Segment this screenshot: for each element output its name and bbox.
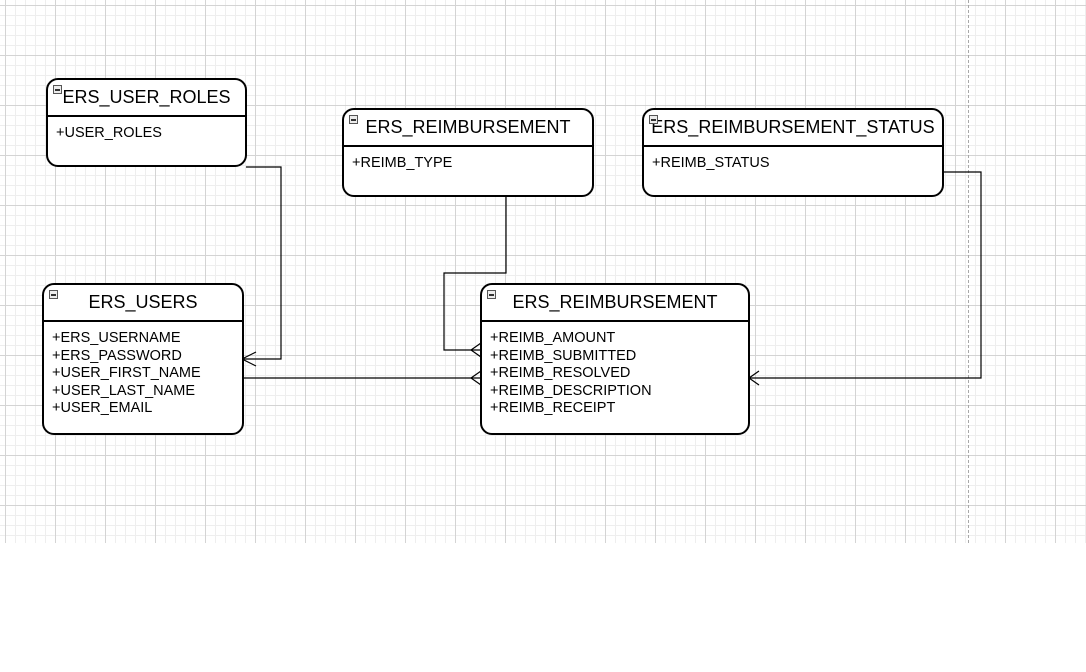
relationship-reimbursement-status-reimbursement[interactable] [747,171,982,386]
relationship-user-roles-users[interactable] [240,166,282,367]
attribute[interactable]: +REIMB_STATUS [652,155,770,171]
attribute-list: +REIMB_STATUS [644,147,942,173]
entity-header[interactable]: ERS_REIMBURSEMENT [344,110,592,147]
attribute[interactable]: +REIMB_RECEIPT [490,400,616,416]
entity-title: ERS_USERS [88,292,198,312]
collapse-icon[interactable] [49,290,58,299]
collapse-icon[interactable] [349,115,358,124]
collapse-icon[interactable] [53,85,62,94]
attribute[interactable]: +REIMB_TYPE [352,155,453,171]
attribute[interactable]: +USER_LAST_NAME [52,382,196,399]
collapse-icon[interactable] [487,290,496,299]
attribute-list: +USER_ROLES [48,117,245,143]
relationship-users-reimbursement[interactable] [242,370,482,386]
attribute-list: +REIMB_AMOUNT +REIMB_SUBMITTED +REIMB_RE… [482,322,748,418]
attribute[interactable]: +USER_EMAIL [52,400,153,416]
attribute[interactable]: +REIMB_AMOUNT [490,330,616,346]
entity-title: ERS_REIMBURSEMENT_STATUS [651,117,935,137]
attribute[interactable]: +USER_ROLES [56,125,162,141]
attribute[interactable]: +REIMB_RESOLVED [490,365,631,381]
attribute[interactable]: +ERS_USERNAME [52,330,181,346]
entity-ers-reimbursement-type[interactable]: ERS_REIMBURSEMENT +REIMB_TYPE [342,108,594,197]
attribute-list: +ERS_USERNAME +ERS_PASSWORD +USER_FIRST_… [44,322,242,418]
connector-layer [240,166,982,386]
attribute-list: +REIMB_TYPE [344,147,592,173]
entity-ers-user-roles[interactable]: ERS_USER_ROLES +USER_ROLES [46,78,247,167]
entity-title: ERS_USER_ROLES [62,87,231,107]
entity-header[interactable]: ERS_REIMBURSEMENT_STATUS [644,110,942,147]
collapse-icon[interactable] [649,115,658,124]
attribute[interactable]: +USER_FIRST_NAME [52,365,201,381]
entity-title: ERS_REIMBURSEMENT [512,292,718,312]
attribute[interactable]: +REIMB_DESCRIPTION [490,382,652,399]
attribute[interactable]: +ERS_PASSWORD [52,347,182,364]
entity-header[interactable]: ERS_REIMBURSEMENT [482,285,748,322]
attribute[interactable]: +REIMB_SUBMITTED [490,347,637,364]
entity-ers-users[interactable]: ERS_USERS +ERS_USERNAME +ERS_PASSWORD +U… [42,283,244,435]
entity-title: ERS_REIMBURSEMENT [365,117,571,137]
entity-ers-reimbursement[interactable]: ERS_REIMBURSEMENT +REIMB_AMOUNT +REIMB_S… [480,283,750,435]
entity-ers-reimbursement-status[interactable]: ERS_REIMBURSEMENT_STATUS +REIMB_STATUS [642,108,944,197]
relationship-reimbursement-type-reimbursement[interactable] [443,197,507,358]
page-break-line [968,0,969,543]
entity-header[interactable]: ERS_USERS [44,285,242,322]
entity-header[interactable]: ERS_USER_ROLES [48,80,245,117]
diagram-canvas[interactable]: ERS_USER_ROLES +USER_ROLES ERS_REIMBURSE… [0,0,1086,543]
